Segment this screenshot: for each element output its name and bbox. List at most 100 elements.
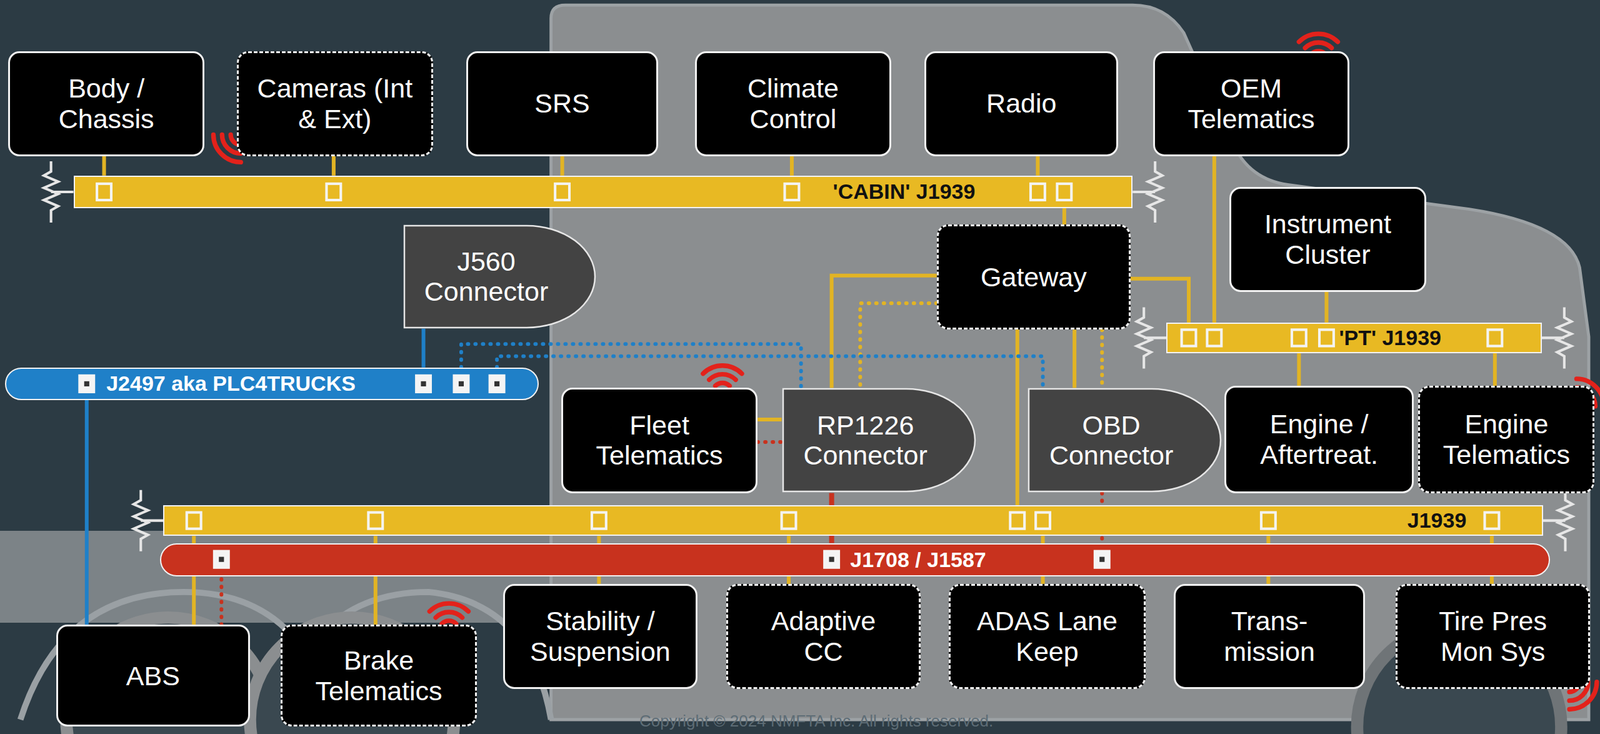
bus-connection: [331, 156, 336, 176]
ecu-box: Climate Control: [695, 51, 892, 157]
optional-ecu-box: Engine Telematics: [1418, 385, 1595, 493]
node-label: OEM Telematics: [1166, 73, 1336, 134]
bus-tap: [96, 183, 112, 200]
connector-shape: OBD Connector: [1027, 387, 1222, 493]
bus-connection: [831, 275, 937, 389]
bus-label: 'CABIN' J1939: [833, 176, 976, 207]
node-label: Tire Pres Mon Sys: [1416, 605, 1570, 667]
bus-bar: J2497 aka PLC4TRUCKS: [5, 367, 539, 400]
bus-connection: [1296, 353, 1301, 386]
bus-tap: [1485, 512, 1500, 529]
connector-shape: RP1226 Connector: [781, 387, 977, 493]
node-label: RP1226 Connector: [793, 410, 939, 471]
bus-connection: [757, 440, 782, 444]
bus-tap: [555, 183, 570, 200]
ecu-box: Radio: [924, 51, 1119, 157]
bus-label: J1708 / J1587: [850, 544, 986, 576]
bus-connection: [102, 156, 107, 176]
node-label: Fleet Telematics: [575, 410, 745, 471]
bus-tap-dot: [1099, 556, 1105, 562]
node-label: Body / Chassis: [21, 73, 192, 134]
node-label: ADAS Lane Keep: [962, 605, 1132, 667]
node-label: Climate Control: [708, 73, 878, 134]
bus-tap-dot: [218, 556, 224, 562]
bus-tap: [1181, 329, 1197, 346]
connector-outline: [1027, 387, 1222, 493]
bus-tap: [1035, 512, 1050, 529]
bus-label: J1939: [1407, 506, 1467, 535]
bus-bar: J1708 / J1587: [160, 543, 1550, 577]
bus-tap: [785, 183, 800, 200]
bus-tap: [781, 512, 797, 529]
bus-tap-dot: [420, 381, 426, 387]
copyright-note: Copyright © 2024 NMFTA Inc. All rights r…: [639, 710, 994, 730]
bus-tap: [1010, 512, 1025, 529]
node-label: Radio: [986, 88, 1057, 119]
node-label: Trans- mission: [1193, 605, 1347, 667]
terminator-symbol: [1543, 490, 1573, 552]
bus-connection: [790, 156, 794, 176]
bus-connection: [1035, 156, 1040, 176]
ecu-box: SRS: [466, 51, 659, 157]
bus-tap-dot: [84, 381, 90, 387]
bus-label: J2497 aka PLC4TRUCKS: [106, 368, 356, 399]
bus-connection: [1493, 353, 1497, 386]
terminator-symbol: [1541, 306, 1572, 369]
bus-bar: J1939: [163, 505, 1543, 536]
bus-tap: [214, 551, 229, 568]
bus-tap: [1095, 551, 1110, 568]
connector-outline: [781, 387, 977, 493]
bus-label: 'PT' J1939: [1338, 323, 1442, 352]
bus-connection: [560, 156, 565, 176]
bus-connection: [1130, 278, 1189, 323]
bus-connection: [1212, 156, 1217, 323]
bus-tap: [326, 183, 341, 200]
node-label: ABS: [126, 660, 180, 692]
optional-ecu-box: Cameras (Int & Ext): [236, 51, 434, 157]
bus-connection: [757, 417, 782, 422]
ecu-box: Instrument Cluster: [1229, 186, 1426, 292]
ecu-box: OEM Telematics: [1153, 51, 1350, 157]
bus-tap: [1487, 329, 1502, 346]
optional-ecu-box: Adaptive CC: [726, 583, 920, 689]
bus-tap: [1056, 183, 1072, 200]
node-label: Engine Telematics: [1431, 408, 1581, 470]
bus-tap-dot: [458, 381, 464, 387]
bus-tap: [186, 512, 202, 529]
bus-connection: [1100, 329, 1104, 388]
bus-tap: [368, 512, 383, 529]
bus-connection: [860, 303, 937, 389]
ecu-box: Body / Chassis: [8, 51, 205, 157]
terminator-symbol: [43, 161, 74, 223]
bus-tap: [1030, 183, 1045, 200]
node-label: Gateway: [980, 261, 1087, 293]
node-label: SRS: [534, 88, 590, 119]
ecu-box: Stability / Suspension: [503, 583, 698, 689]
ecu-box: ABS: [56, 624, 250, 727]
node-label: Engine / Aftertreat.: [1238, 408, 1401, 470]
ecu-box: Trans- mission: [1173, 583, 1366, 689]
node-label: Instrument Cluster: [1243, 208, 1413, 270]
bus-bar: 'PT' J1939: [1166, 322, 1542, 354]
bus-tap: [1206, 329, 1222, 346]
bus-tap: [591, 512, 607, 529]
bus-connection: [1062, 208, 1067, 225]
bus-bar: 'CABIN' J1939: [73, 175, 1134, 209]
node-label: OBD Connector: [1038, 410, 1184, 471]
ecu-box: Fleet Telematics: [561, 387, 758, 493]
bus-tap: [454, 375, 469, 392]
ecu-box: Engine / Aftertreat.: [1224, 385, 1414, 493]
terminator-symbol: [133, 490, 164, 552]
bus-tap: [1291, 329, 1307, 346]
bus-tap: [1319, 329, 1334, 346]
node-label: Brake Telematics: [294, 645, 464, 706]
optional-ecu-box: Brake Telematics: [280, 624, 477, 727]
bus-tap: [824, 551, 839, 568]
bus-connection: [1072, 329, 1077, 388]
bus-connection: [421, 328, 426, 368]
node-label: Cameras (Int & Ext): [250, 73, 420, 134]
connector-shape: J560 Connector: [403, 224, 597, 329]
terminator-symbol: [1132, 161, 1162, 223]
bus-tap-dot: [494, 381, 500, 387]
